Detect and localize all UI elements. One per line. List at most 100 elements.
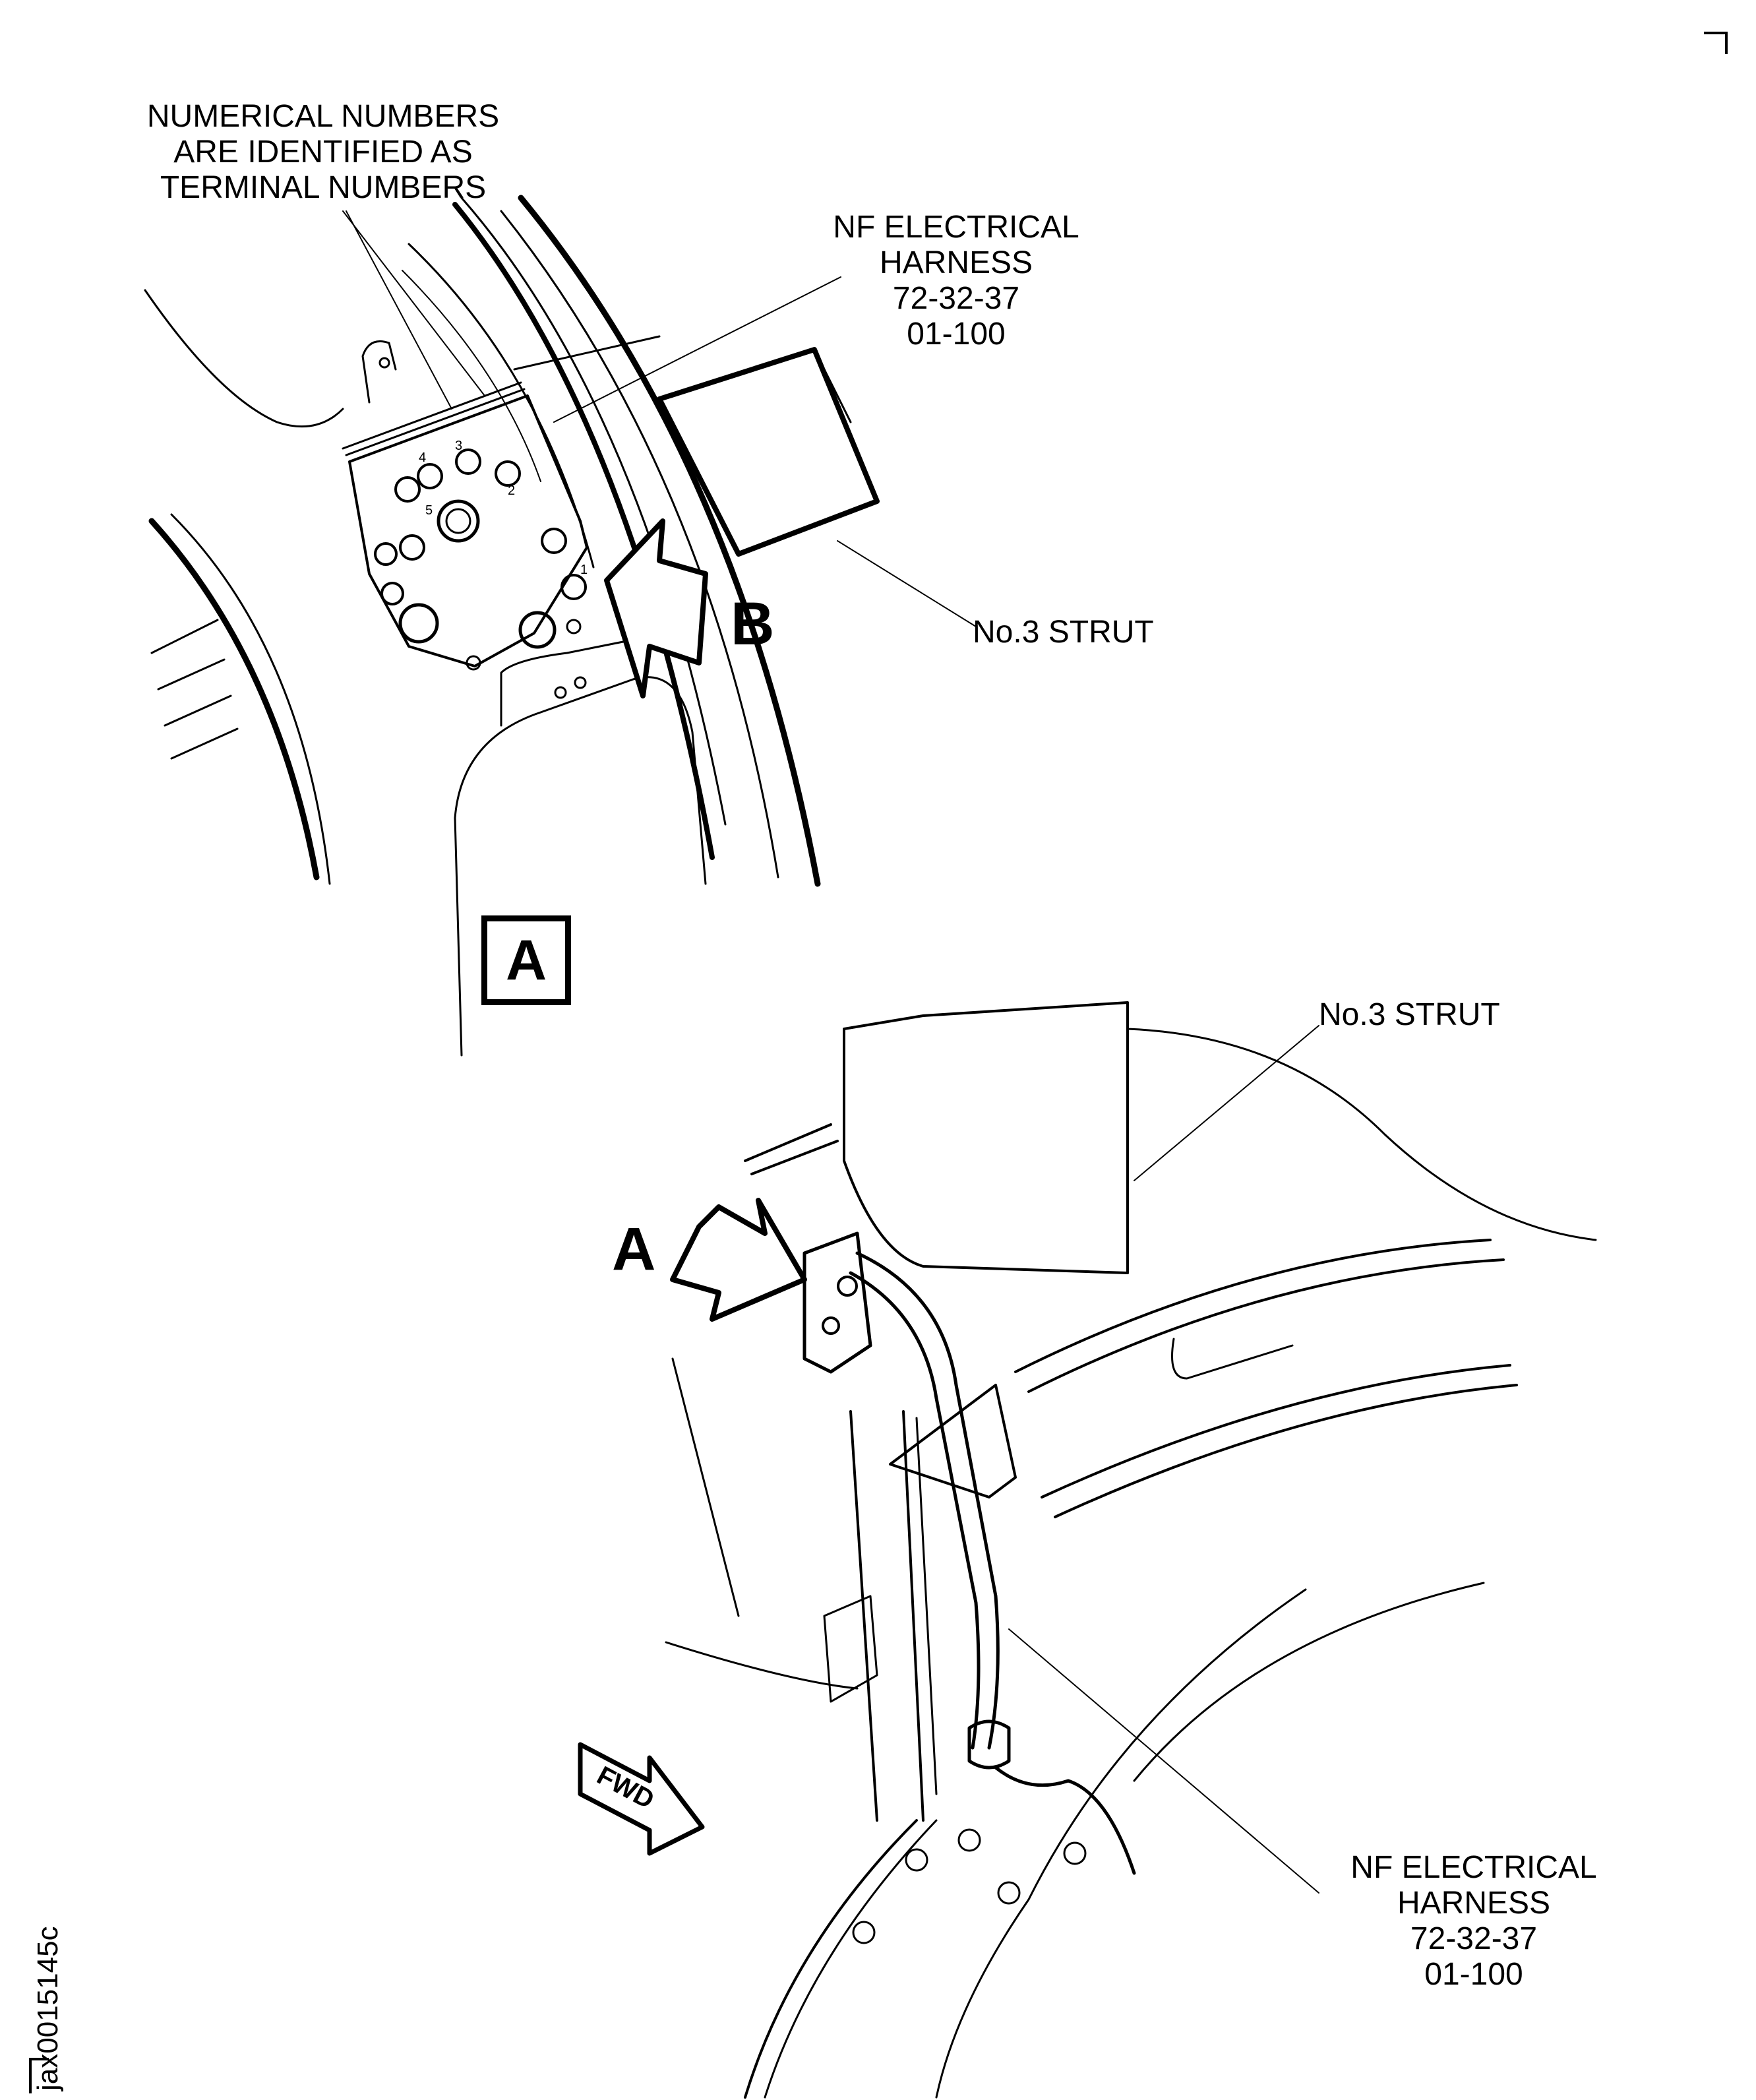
strut-body <box>843 1001 1129 1274</box>
case-hole-1 <box>905 1848 928 1872</box>
terminal-label-5: 5 <box>425 503 433 518</box>
terminal-numbers-note: NUMERICAL NUMBERS ARE IDENTIFIED AS TERM… <box>119 99 528 206</box>
bracket-bg-curve <box>144 289 344 428</box>
detail-view-a-box: A <box>481 915 571 1005</box>
harness-main-line-1: NF ELECTRICAL <box>1350 1850 1597 1885</box>
terminal-center-stud-inner <box>445 508 471 534</box>
terminal-stud-6 <box>380 582 404 605</box>
upper-flange <box>744 1123 839 1175</box>
case-arc-4 <box>452 202 715 860</box>
mount-ear-hole <box>378 357 390 369</box>
terminal-stud-5a <box>374 542 398 566</box>
case-arc-2 <box>500 210 779 879</box>
harness-tube-inner <box>849 1271 981 1750</box>
terminal-block: 4 3 2 5 1 <box>342 340 588 671</box>
terminal-center-stud <box>437 499 480 543</box>
harness-detail-line-2: HARNESS <box>879 245 1033 280</box>
lower-case-arc-1 <box>744 1819 918 2099</box>
case-arc-6 <box>402 270 541 482</box>
harness-callout-main: NF ELECTRICAL HARNESS 72-32-37 01-100 <box>1316 1850 1632 1992</box>
terminal-stud-4 <box>394 476 421 503</box>
lower-panel <box>454 676 707 1057</box>
harness-detail-line-1: NF ELECTRICAL <box>833 210 1079 245</box>
terminal-stud-3 <box>417 463 443 489</box>
view-b-label: B <box>731 590 775 658</box>
terminal-stud-2b <box>495 460 521 487</box>
connector-block <box>802 1231 872 1374</box>
leader-note-to-terminals-2 <box>342 210 485 396</box>
left-arc-inner <box>170 513 331 885</box>
strut-box <box>657 347 880 557</box>
harness-detail-line-3: 72-32-37 <box>892 281 1020 316</box>
flange-rail-1 <box>1014 1239 1492 1373</box>
left-hatch-3 <box>164 695 232 727</box>
mount-hole-bottom <box>466 655 481 671</box>
strut-callout-detail: No.3 STRUT <box>973 615 1154 650</box>
main-view-drawing: FWD <box>578 1001 1597 2099</box>
note-line-2: ARE IDENTIFIED AS <box>173 135 473 170</box>
figure-id-label: jax0015145c <box>32 1926 64 2091</box>
harness-detail-line-4: 01-100 <box>907 317 1006 352</box>
terminal-label-1: 1 <box>580 563 588 577</box>
case-hole-2 <box>957 1828 981 1852</box>
post-inner <box>915 1417 938 1795</box>
mount-bolt-right <box>518 611 557 649</box>
harness-main-line-2: HARNESS <box>1397 1886 1551 1921</box>
note-line-1: NUMERICAL NUMBERS <box>146 99 500 134</box>
harness-main-line-4: 01-100 <box>1424 1957 1523 1992</box>
detail-view-a-letter: A <box>505 928 547 992</box>
left-arc-outer <box>148 518 320 880</box>
flange-rail-2 <box>1027 1258 1505 1393</box>
left-surface-curve <box>665 1641 859 1690</box>
case-arc-3 <box>460 197 727 826</box>
harness-tube-outer <box>855 1251 1000 1750</box>
mount-bolt-left <box>398 603 439 644</box>
view-arrow-b <box>604 518 708 698</box>
window-opening <box>1171 1338 1294 1380</box>
leader-strut-main <box>1134 1025 1319 1181</box>
harness-clamp <box>967 1719 1011 1770</box>
note-line-3: TERMINAL NUMBERS <box>160 170 487 205</box>
strut-box-line <box>513 335 661 371</box>
view-a-label: A <box>612 1216 656 1283</box>
terminal-stud-2a <box>455 448 481 475</box>
post-left <box>849 1410 878 1822</box>
crop-mark-bottom-left <box>29 2058 49 2093</box>
leader-harness-main <box>1008 1628 1319 1894</box>
terminal-block-mount-ear <box>361 340 397 404</box>
detail-a-drawing: 4 3 2 5 1 <box>144 195 977 1057</box>
lower-case-arc-4 <box>1133 1582 1485 1782</box>
lower-case-arc-3 <box>935 1588 1307 2099</box>
terminal-label-2: 2 <box>508 483 515 498</box>
view-arrow-a <box>670 1198 807 1322</box>
leader-harness-detail <box>553 276 841 423</box>
terminal-label-4: 4 <box>419 450 426 465</box>
post-right <box>902 1410 924 1822</box>
tab-hole-1 <box>554 686 567 699</box>
terminal-block-outline <box>348 394 588 667</box>
lower-tab <box>500 632 667 727</box>
leader-note-to-terminals-1 <box>346 210 452 410</box>
strut-callout-main: No.3 STRUT <box>1319 997 1500 1032</box>
case-arc-outer <box>518 195 821 887</box>
case-hole-5 <box>997 1881 1021 1905</box>
strut-fairing-curve <box>1126 1028 1597 1241</box>
left-surface-line <box>671 1357 740 1617</box>
terminal-label-3: 3 <box>455 439 462 453</box>
connector-stud-lower <box>822 1316 840 1335</box>
case-hole-4 <box>852 1921 876 1944</box>
terminal-stud-5b <box>399 534 425 561</box>
leader-strut-detail <box>837 540 977 627</box>
connector-stud-upper <box>837 1276 858 1297</box>
lower-case-arc-2 <box>764 1819 938 2099</box>
mount-hole-small <box>566 619 582 634</box>
crop-mark-top-right <box>1704 32 1728 54</box>
strut-box-rear <box>813 348 852 423</box>
flange-rail-3 <box>1041 1364 1511 1498</box>
lower-panel-strut <box>823 1595 878 1703</box>
tab-hole-2 <box>574 676 587 689</box>
flange-rail-4 <box>1054 1384 1518 1518</box>
harness-main-line-3: 72-32-37 <box>1410 1921 1538 1956</box>
terminal-stud-1a <box>541 528 567 554</box>
